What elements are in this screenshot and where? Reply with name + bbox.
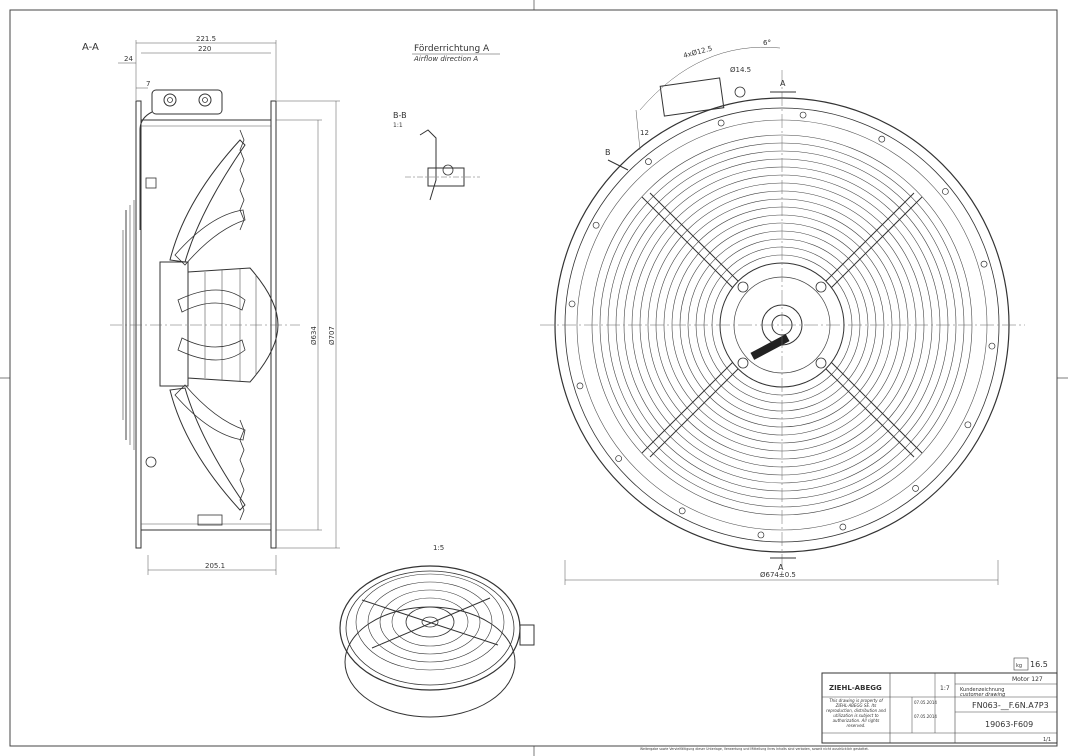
marker-b: B bbox=[605, 148, 611, 157]
mounting-hole bbox=[799, 111, 807, 119]
section-aa-label: A-A bbox=[82, 42, 99, 53]
mounting-hole bbox=[839, 523, 847, 531]
mounting-hole bbox=[912, 484, 919, 492]
mounting-hole bbox=[941, 188, 949, 195]
dim-bolt-circle: Ø674±0.5 bbox=[760, 571, 796, 579]
dim-housing-depth: 220 bbox=[198, 45, 211, 53]
mounting-hole bbox=[964, 421, 972, 429]
mounting-hole bbox=[988, 342, 996, 350]
title-de: Kundenzeichnung bbox=[960, 687, 1004, 693]
section-aa-view: A-A bbox=[82, 35, 340, 575]
title-block: 16.5 kg Motor 127 ZIEHL-ABEGG This drawi… bbox=[640, 657, 1058, 751]
dim-angle: 6° bbox=[763, 39, 771, 47]
mounting-hole bbox=[878, 135, 886, 143]
dim-plate: 7 bbox=[146, 80, 150, 88]
dim-offset: 12 bbox=[640, 129, 649, 137]
dim-guard-offset: 24 bbox=[124, 55, 133, 63]
date-checked: 07.05.2014 bbox=[914, 714, 937, 719]
dim-outer-diameter: Ø707 bbox=[328, 326, 336, 345]
copyright-note: This drawing is property of ZIEHL-ABEGG … bbox=[826, 698, 886, 728]
dim-hole-diameter: Ø14.5 bbox=[730, 66, 751, 74]
dim-holes: 4xØ12.5 bbox=[682, 45, 713, 60]
mounting-hole bbox=[645, 158, 652, 166]
scale-value: 1:7 bbox=[940, 685, 950, 692]
isometric-view: 1:5 bbox=[339, 544, 535, 718]
dim-bottom-depth: 205.1 bbox=[205, 562, 225, 570]
weight-unit: kg bbox=[1016, 663, 1022, 669]
company-logo: ZIEHL-ABEGG bbox=[829, 684, 882, 692]
section-bb-scale: 1:1 bbox=[393, 122, 403, 129]
marker-a-top: A bbox=[780, 79, 786, 88]
motor-label: Motor 127 bbox=[1012, 676, 1043, 683]
sheet-number: 1/1 bbox=[1043, 737, 1051, 743]
mounting-hole bbox=[980, 260, 988, 268]
airflow-label-de: Förderrichtung A bbox=[414, 44, 490, 54]
mounting-hole bbox=[615, 455, 623, 462]
mounting-hole bbox=[717, 119, 725, 127]
marker-a-bottom: A bbox=[778, 563, 784, 572]
weight-value: 16.5 bbox=[1030, 660, 1048, 669]
mounting-hole bbox=[592, 221, 600, 229]
type-code: FN063-__F.6N.A7P3 bbox=[972, 701, 1049, 710]
airflow-label-en: Airflow direction A bbox=[413, 55, 478, 63]
date-created: 07.05.2014 bbox=[914, 700, 937, 705]
dim-inner-diameter: Ø634 bbox=[310, 326, 318, 345]
mounting-hole bbox=[757, 531, 765, 539]
section-bb-detail: B-B 1:1 bbox=[393, 111, 480, 201]
drawing-number: 19063-F609 bbox=[985, 720, 1033, 729]
section-bb-label: B-B bbox=[393, 111, 407, 120]
isometric-scale: 1:5 bbox=[433, 544, 444, 552]
mounting-hole bbox=[678, 507, 686, 515]
mounting-holes bbox=[568, 111, 996, 539]
footer-note: Weitergabe sowie Vervielfältigung dieser… bbox=[640, 747, 869, 751]
front-view: A A B Ø674±0.5 4xØ12.5 Ø14.5 6° 12 bbox=[540, 39, 1025, 585]
title-en: customer drawing bbox=[960, 692, 1005, 698]
mounting-hole bbox=[568, 300, 576, 308]
airflow-note: Förderrichtung A Airflow direction A bbox=[412, 44, 500, 63]
mounting-hole bbox=[576, 382, 584, 390]
dim-overall-depth: 221.5 bbox=[196, 35, 216, 43]
